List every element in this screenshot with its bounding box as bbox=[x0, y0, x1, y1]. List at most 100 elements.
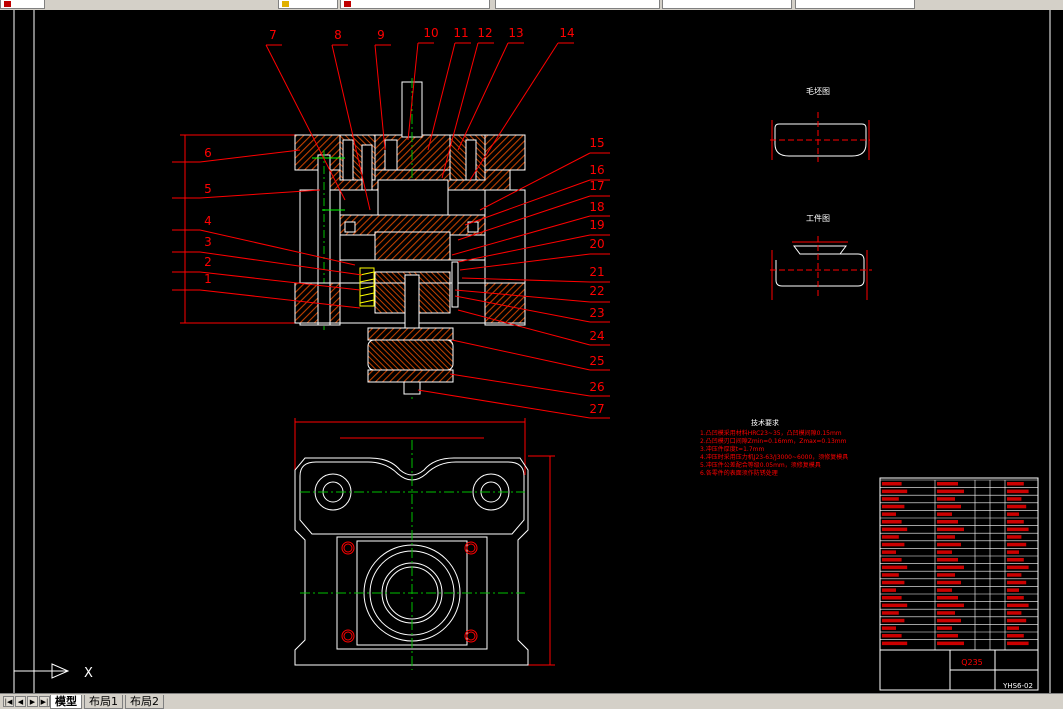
plan-bolt-holes bbox=[341, 541, 478, 643]
bom-cell-text bbox=[1007, 550, 1019, 554]
rubber-buffer bbox=[367, 339, 454, 371]
layer-icon bbox=[282, 1, 289, 7]
part-number-label: 4 bbox=[204, 214, 212, 228]
bom-cell-text bbox=[882, 618, 905, 623]
leader-line bbox=[441, 42, 479, 179]
bom-cell-text bbox=[1007, 580, 1027, 585]
first-layout-button[interactable]: |◀ bbox=[3, 696, 14, 707]
note-line: 4.冲压时采用压力机J23-63/J3000~6000，须修复模具 bbox=[700, 453, 848, 461]
buffer-top-plate bbox=[367, 327, 454, 341]
bom-cell-text bbox=[1007, 618, 1027, 623]
part-number-label: 18 bbox=[589, 200, 604, 214]
bom-cell-text bbox=[937, 580, 961, 585]
bom-cell-text bbox=[1007, 634, 1024, 638]
leader-line bbox=[469, 42, 559, 181]
bom-cell-text bbox=[882, 512, 896, 516]
drawing-frame bbox=[13, 10, 1051, 693]
bom-cell-text bbox=[882, 565, 908, 570]
bom-cell-text bbox=[882, 482, 902, 486]
toolbar-tab-2[interactable] bbox=[340, 0, 490, 9]
part-number-label: 21 bbox=[589, 265, 604, 279]
leader-line bbox=[459, 253, 591, 271]
toolbar-tab-1[interactable] bbox=[0, 0, 45, 9]
leader-line bbox=[461, 277, 591, 283]
bom-cell-text bbox=[937, 527, 964, 532]
part-number-label: 3 bbox=[204, 235, 212, 249]
layer-state-icon bbox=[344, 1, 351, 7]
bom-cell-text bbox=[937, 489, 964, 494]
ejector-nut bbox=[403, 381, 421, 395]
bom-cell-text bbox=[882, 535, 899, 539]
bom-cell-text bbox=[937, 497, 955, 501]
leader-line bbox=[449, 373, 591, 397]
bom-cell-text bbox=[937, 603, 964, 608]
part-number-label: 12 bbox=[477, 26, 492, 40]
spring-left bbox=[359, 267, 375, 307]
toolbar-icon-group[interactable] bbox=[278, 0, 338, 9]
part-number-label: 9 bbox=[377, 28, 385, 42]
leader-line bbox=[199, 271, 361, 291]
bom-cell-text bbox=[1007, 527, 1029, 532]
bom-cell-text bbox=[937, 596, 958, 600]
bom-cell-text bbox=[882, 542, 905, 547]
leader-line bbox=[417, 389, 591, 419]
part-view bbox=[770, 236, 872, 300]
bom-cell-text bbox=[937, 634, 958, 638]
bom-cell-text bbox=[937, 504, 961, 509]
note-line: 1.凸凹模采用材料HRC23~35，凸凹模间隙0.15mm bbox=[700, 429, 842, 437]
tab-layout1[interactable]: 布局1 bbox=[84, 695, 123, 709]
leader-line bbox=[457, 195, 591, 241]
bom-cell-text bbox=[882, 558, 902, 562]
bom-cell-text bbox=[882, 497, 899, 501]
part-number-label: 26 bbox=[589, 380, 604, 394]
buffer-bottom-plate bbox=[367, 369, 454, 383]
tab-model[interactable]: 模型 bbox=[50, 695, 82, 709]
last-layout-button[interactable]: ▶| bbox=[39, 696, 50, 707]
leader-line bbox=[427, 42, 456, 151]
bom-cell-text bbox=[937, 542, 961, 547]
bom-cell-text bbox=[937, 565, 964, 570]
top-screws bbox=[342, 139, 479, 233]
leader-line bbox=[457, 234, 591, 263]
bom-cell-text bbox=[937, 550, 952, 554]
bom-cell-text bbox=[882, 641, 908, 646]
bom-cell-text bbox=[937, 588, 952, 592]
leader-line bbox=[479, 152, 591, 211]
leader-line bbox=[199, 289, 361, 309]
part-number-label: 20 bbox=[589, 237, 604, 251]
drawing-number: YHS6-02 bbox=[1002, 682, 1033, 690]
plan-view bbox=[294, 418, 555, 670]
layout-tab-bar: |◀ ◀ ▶ ▶| 模型 布局1 布局2 bbox=[0, 693, 1063, 709]
bom-cell-text bbox=[882, 626, 896, 630]
tab-layout2[interactable]: 布局2 bbox=[125, 695, 164, 709]
part-number-label: 13 bbox=[508, 26, 523, 40]
bom-cell-text bbox=[882, 588, 896, 592]
toolbar-tab-4[interactable] bbox=[662, 0, 792, 9]
blank-view bbox=[770, 112, 870, 162]
part-number-label: 15 bbox=[589, 136, 604, 150]
leader-line bbox=[199, 229, 356, 266]
toolbar-tab-5[interactable] bbox=[795, 0, 915, 9]
bom-cell-text bbox=[1007, 573, 1022, 577]
bom-cell-text bbox=[882, 527, 908, 532]
bom-cell-text bbox=[1007, 588, 1019, 592]
next-layout-button[interactable]: ▶ bbox=[27, 696, 38, 707]
part-number-label: 8 bbox=[334, 28, 342, 42]
bom-cell-text bbox=[1007, 504, 1027, 509]
bom-cell-text bbox=[1007, 520, 1024, 524]
bom-cell-text bbox=[882, 504, 905, 509]
bom-cell-text bbox=[937, 535, 955, 539]
section-view bbox=[180, 78, 526, 400]
bom-cell-text bbox=[937, 626, 952, 630]
bom-table bbox=[879, 479, 1039, 650]
part-number-label: 1 bbox=[204, 272, 212, 286]
toolbar-tab-3[interactable] bbox=[495, 0, 660, 9]
part-number-label: 27 bbox=[589, 402, 604, 416]
bom-cell-text bbox=[937, 611, 955, 615]
part-number-label: 7 bbox=[269, 28, 277, 42]
prev-layout-button[interactable]: ◀ bbox=[15, 696, 26, 707]
bom-cell-text bbox=[1007, 611, 1022, 615]
document-tab-bar bbox=[0, 0, 1063, 10]
